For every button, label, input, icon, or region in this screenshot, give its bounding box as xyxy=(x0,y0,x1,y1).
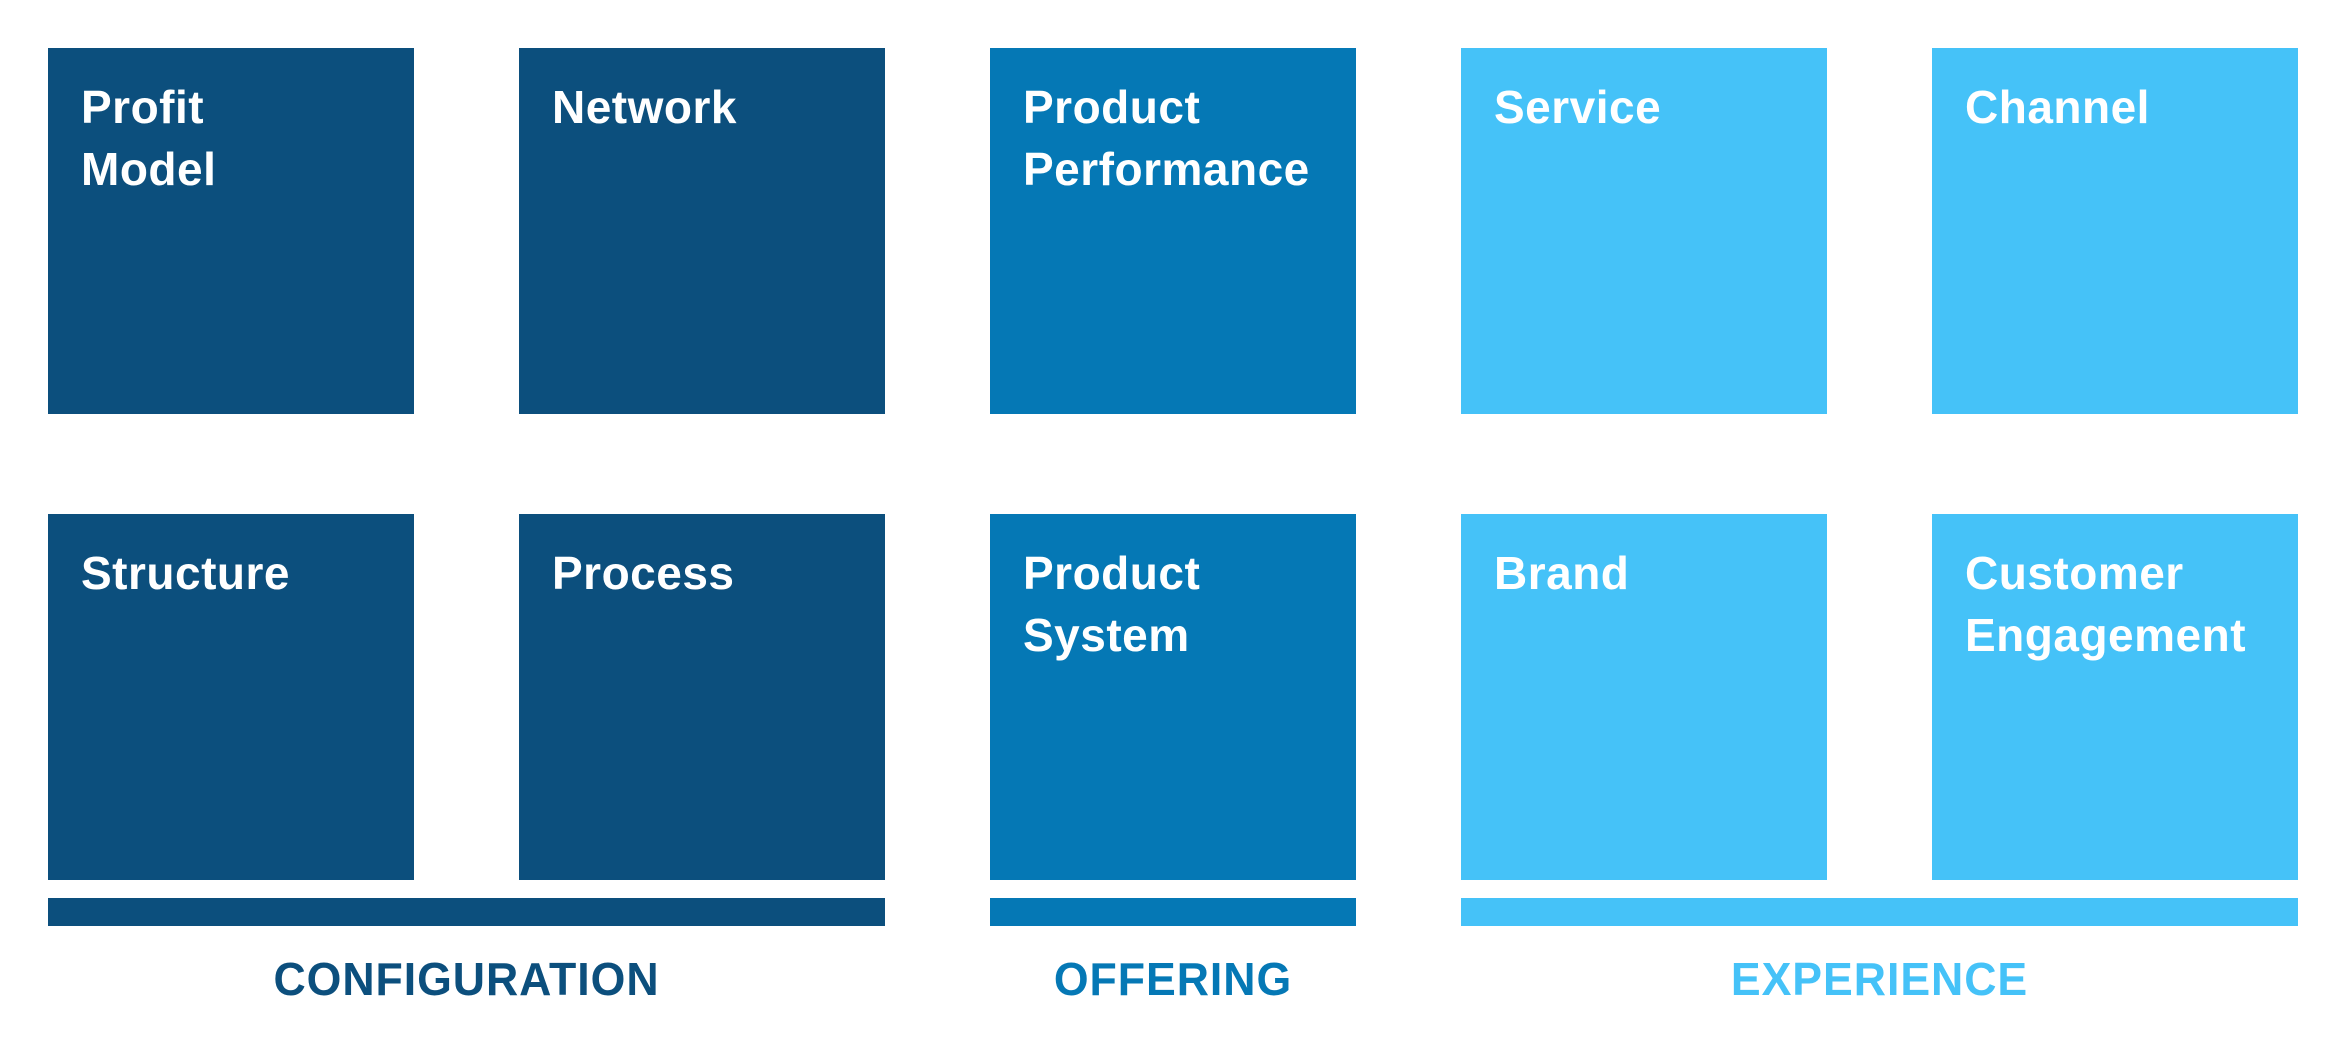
box-customer-engagement: Customer Engagement xyxy=(1932,514,2298,880)
box-customer-engagement-label: Customer Engagement xyxy=(1965,547,2247,661)
configuration-underline-bar xyxy=(48,898,885,926)
group-experience: Service Channel Brand Customer Engagemen… xyxy=(1461,48,2298,1060)
group-label-configuration: CONFIGURATION xyxy=(273,953,660,1005)
box-structure-label: Structure xyxy=(81,547,290,599)
group-label-experience: EXPERIENCE xyxy=(1730,953,2029,1005)
box-network-label: Network xyxy=(552,81,737,133)
box-profit-model: Profit Model xyxy=(48,48,414,414)
box-product-performance-label: Product Performance xyxy=(1023,81,1310,195)
group-label-offering: OFFERING xyxy=(1053,953,1293,1005)
box-service: Service xyxy=(1461,48,1827,414)
offering-underline-bar xyxy=(990,898,1356,926)
box-product-system-label: Product System xyxy=(1023,547,1201,661)
box-product-system: Product System xyxy=(990,514,1356,880)
group-offering: Product Performance Product System OFFER… xyxy=(990,48,1356,1060)
box-channel: Channel xyxy=(1932,48,2298,414)
group-configuration: Profit Model Network Structure Process C… xyxy=(48,48,885,1060)
box-product-performance: Product Performance xyxy=(990,48,1356,414)
box-service-label: Service xyxy=(1494,81,1662,133)
box-brand: Brand xyxy=(1461,514,1827,880)
group-configuration-boxes: Profit Model Network Structure Process xyxy=(48,48,885,880)
experience-underline-bar xyxy=(1461,898,2298,926)
box-brand-label: Brand xyxy=(1494,547,1630,599)
group-offering-boxes: Product Performance Product System xyxy=(990,48,1356,880)
box-network: Network xyxy=(519,48,885,414)
box-channel-label: Channel xyxy=(1965,81,2150,133)
box-process: Process xyxy=(519,514,885,880)
box-process-label: Process xyxy=(552,547,735,599)
box-structure: Structure xyxy=(48,514,414,880)
box-profit-model-label: Profit Model xyxy=(81,81,217,195)
group-experience-boxes: Service Channel Brand Customer Engagemen… xyxy=(1461,48,2298,880)
